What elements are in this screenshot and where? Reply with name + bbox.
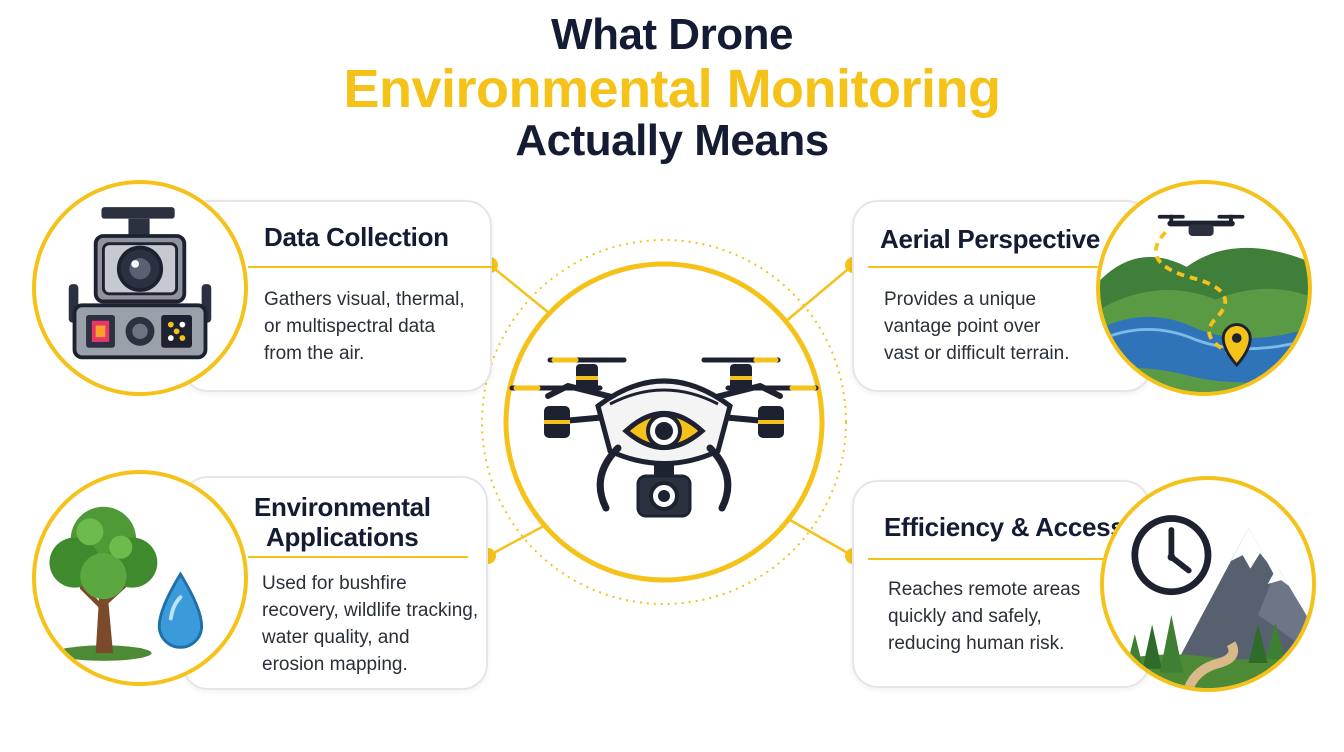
panel-divider — [248, 266, 492, 268]
title-line-1: What Drone — [551, 10, 793, 59]
drone-with-eye-icon — [481, 239, 847, 605]
panel-divider — [868, 266, 1100, 268]
panel-description-aerial-perspective: Provides a unique vantage point over vas… — [884, 289, 1070, 364]
tree-and-water-drop-icon — [32, 470, 248, 686]
clock-and-mountain-icon — [1100, 476, 1316, 692]
panel-title-environmental-applications: Environmental Applications — [254, 492, 431, 552]
drone-camera-sensors-icon — [32, 180, 248, 396]
title-line-3: Actually Means — [515, 116, 829, 165]
panel-title-aerial-perspective: Aerial Perspective — [880, 224, 1101, 254]
panel-description-efficiency-access: Reaches remote areas quickly and safely,… — [888, 579, 1081, 654]
panel-description-environmental-applications: Used for bushfire recovery, wildlife tra… — [262, 573, 479, 675]
panel-divider — [248, 556, 468, 558]
panel-divider — [868, 558, 1112, 560]
panel-title-data-collection: Data Collection — [264, 222, 449, 252]
drone-over-landscape-icon — [1096, 180, 1312, 396]
title-line-2: Environmental Monitoring — [343, 59, 1002, 119]
panel-description-data-collection: Gathers visual, thermal, or multispectra… — [264, 289, 465, 364]
panel-title-efficiency-access: Efficiency & Access — [884, 512, 1125, 542]
